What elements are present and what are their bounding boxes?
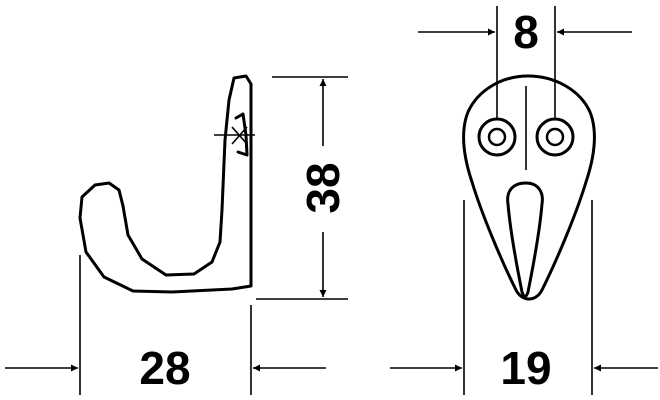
hole-spacing-label: 8 [513,6,539,58]
hook-side-view [78,74,255,294]
screw-hole-right [535,117,575,157]
hook-front-view [462,74,596,301]
hook-tip-front [506,181,544,298]
height-dimension: 38 [256,76,349,300]
hook-side-profile [78,74,253,294]
width-label: 28 [139,342,190,394]
screw-hole-left [477,117,517,157]
height-label: 38 [297,162,349,213]
front-width-dimension: 19 [390,200,658,395]
hole-spacing-dimension: 8 [418,6,632,120]
screw-detail-side [214,112,255,157]
width-dimension: 28 [5,255,326,395]
front-width-label: 19 [500,342,551,394]
